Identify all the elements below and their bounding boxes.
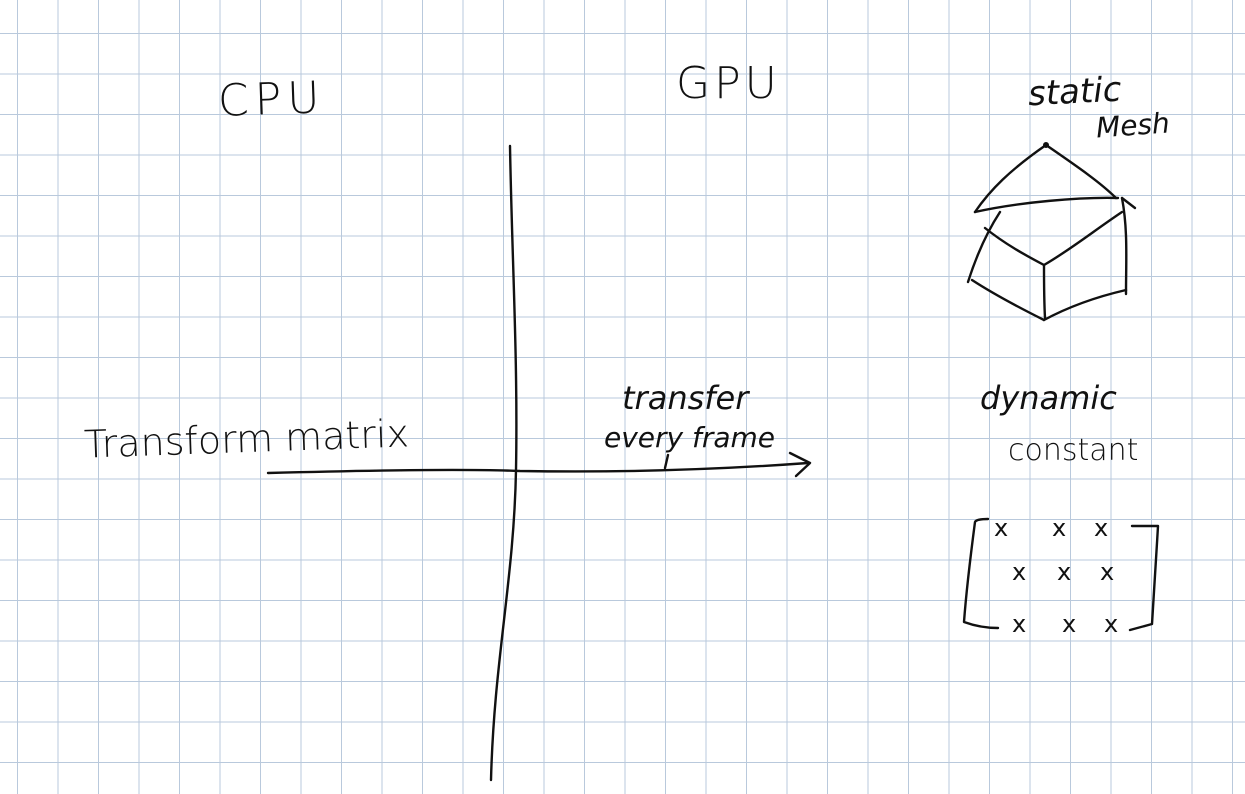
- static-label: static: [1027, 69, 1123, 115]
- every-frame-label: every frame: [604, 421, 776, 454]
- mesh-label: Mesh: [1094, 106, 1171, 145]
- matrix-cell: x: [1012, 610, 1026, 638]
- matrix-cell: x: [1100, 558, 1114, 586]
- dynamic-label: dynamic: [980, 379, 1117, 417]
- matrix-cell: x: [1012, 558, 1026, 586]
- transfer-label: transfer: [622, 379, 749, 417]
- gpu-label: GPU: [676, 58, 781, 109]
- matrix-cell: x: [994, 514, 1008, 542]
- matrix-cell: x: [1057, 558, 1071, 586]
- constant-label: constant: [1008, 433, 1139, 468]
- transfer-arrow-head: [788, 451, 812, 478]
- matrix-cell: x: [1104, 610, 1118, 638]
- cpu-label: CPU: [217, 72, 327, 127]
- matrix-brackets: [962, 517, 1160, 632]
- matrix-cell: x: [1052, 514, 1066, 542]
- matrix-cell: x: [1062, 610, 1076, 638]
- cpu-gpu-divider-line: [489, 144, 518, 782]
- matrix-entries: x x x x x x x x x: [994, 514, 1118, 638]
- every-frame-tick: [663, 453, 670, 470]
- static-mesh-drawing: [966, 142, 1137, 322]
- transfer-arrow-line: [266, 461, 810, 475]
- matrix-cell: x: [1094, 514, 1108, 542]
- transform-matrix-label: Transform matrix: [83, 411, 410, 467]
